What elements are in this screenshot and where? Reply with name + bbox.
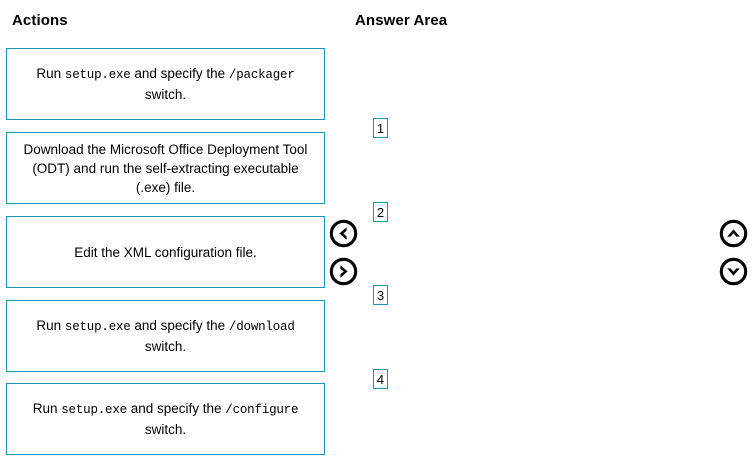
text-fragment: Run — [36, 66, 65, 81]
action-option-label: Edit the XML configuration file. — [74, 243, 257, 262]
answer-slot-3[interactable]: 3 — [373, 285, 388, 305]
text-fragment: switch. — [144, 422, 187, 437]
action-option-label: Run setup.exe and specify the /configure… — [17, 399, 314, 439]
answer-slot-1[interactable]: 1 — [373, 118, 388, 138]
action-option-label: Run setup.exe and specify the /download … — [17, 316, 314, 356]
text-fragment: Run — [32, 401, 62, 416]
text-fragment: Run — [36, 318, 65, 333]
text-fragment: switch. — [144, 87, 187, 102]
text-fragment: and specify the — [126, 401, 226, 416]
text-fragment: switch. — [144, 339, 187, 354]
text-fragment: and specify the — [130, 66, 229, 81]
actions-heading: Actions — [12, 12, 68, 29]
chevron-up-circle-icon — [719, 219, 748, 248]
answer-slot-number: 1 — [376, 120, 385, 136]
answer-slot-number: 3 — [376, 287, 385, 303]
move-left-button[interactable] — [329, 219, 358, 248]
chevron-left-circle-icon — [329, 219, 358, 248]
action-option-edit-xml[interactable]: Edit the XML configuration file. — [6, 216, 325, 288]
action-option-label: Run setup.exe and specify the /packager … — [17, 64, 314, 104]
action-option-download-odt[interactable]: Download the Microsoft Office Deployment… — [6, 132, 325, 204]
answer-area-heading: Answer Area — [355, 12, 448, 29]
code-fragment: setup.exe — [64, 68, 131, 82]
move-right-button[interactable] — [329, 257, 358, 286]
code-fragment: setup.exe — [64, 320, 131, 334]
action-option-label: Download the Microsoft Office Deployment… — [17, 140, 314, 197]
answer-slot-number: 4 — [376, 371, 385, 387]
action-option-run-setup-download[interactable]: Run setup.exe and specify the /download … — [6, 300, 325, 372]
text-fragment: Download the Microsoft Office Deployment… — [23, 141, 308, 195]
text-fragment: Edit the XML configuration file. — [74, 244, 257, 260]
answer-slot-number: 2 — [376, 204, 385, 220]
move-down-button[interactable] — [719, 257, 748, 286]
chevron-right-circle-icon — [329, 257, 358, 286]
action-option-run-setup-configure[interactable]: Run setup.exe and specify the /configure… — [6, 383, 325, 455]
code-fragment: setup.exe — [61, 403, 127, 417]
code-fragment: /download — [228, 320, 295, 334]
move-up-button[interactable] — [719, 219, 748, 248]
chevron-down-circle-icon — [719, 257, 748, 286]
code-fragment: /packager — [228, 68, 295, 82]
answer-slot-2[interactable]: 2 — [373, 202, 388, 222]
code-fragment: /configure — [225, 403, 299, 417]
text-fragment: and specify the — [130, 318, 229, 333]
action-option-run-setup-packager[interactable]: Run setup.exe and specify the /packager … — [6, 48, 325, 120]
answer-slot-4[interactable]: 4 — [373, 369, 388, 389]
